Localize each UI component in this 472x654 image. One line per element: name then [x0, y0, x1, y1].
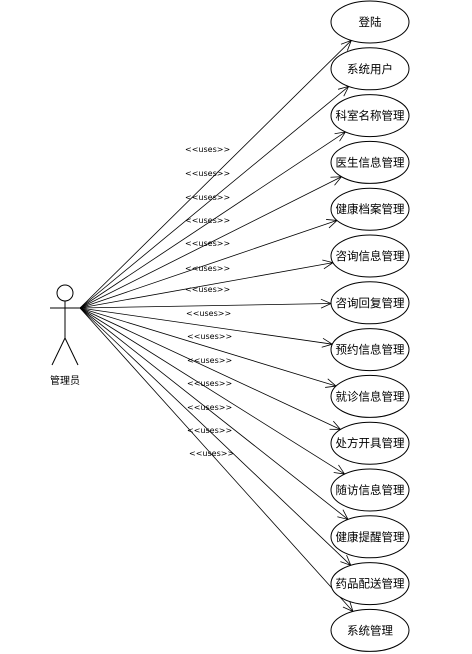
use-case: 咨询信息管理	[330, 234, 410, 278]
uses-labels: <<uses>> <<uses>> <<uses>> <<uses>> <<uses>>…	[185, 145, 234, 458]
uses-label: <<uses>>	[185, 169, 230, 178]
actor-left-leg	[51, 337, 66, 366]
use-case: 随访信息管理	[330, 468, 410, 512]
uses-label: <<uses>>	[186, 309, 231, 318]
use-case-ellipse	[330, 140, 410, 184]
association-line	[79, 307, 333, 345]
association-line	[79, 176, 342, 309]
use-case-ellipse	[330, 515, 410, 559]
use-case: 医生信息管理	[330, 140, 410, 184]
association-line	[79, 86, 349, 309]
use-case: 就诊信息管理	[330, 374, 410, 418]
use-case-label: 咨询信息管理	[336, 249, 405, 263]
actor-figure: 管理员	[50, 284, 80, 387]
association-line	[79, 220, 338, 309]
uses-label: <<uses>>	[187, 379, 232, 388]
use-case-ellipse	[330, 468, 410, 512]
association-line	[79, 307, 354, 612]
use-case-ellipse	[330, 234, 410, 278]
use-case-ellipse	[330, 281, 410, 325]
uses-label: <<uses>>	[185, 239, 230, 248]
use-case: 系统管理	[330, 608, 410, 652]
use-case-label: 咨询回复管理	[336, 296, 405, 310]
uses-label: <<uses>>	[187, 426, 232, 435]
use-case-label: 登陆	[359, 15, 382, 29]
use-case-label: 系统用户	[347, 62, 393, 76]
use-case-label: 处方开具管理	[336, 436, 405, 450]
use-case-label: 健康档案管理	[336, 202, 405, 216]
association-line	[79, 307, 341, 430]
association-line	[79, 307, 345, 475]
uses-label: <<uses>>	[187, 332, 232, 341]
association-line	[79, 303, 332, 309]
use-case: 健康提醒管理	[330, 515, 410, 559]
use-case: 药品配送管理	[330, 562, 410, 606]
association-line	[79, 307, 337, 387]
use-case: 科室名称管理	[330, 94, 410, 138]
use-case-ellipse	[330, 187, 410, 231]
use-case-ellipse	[330, 47, 410, 91]
uses-label: <<uses>>	[189, 449, 234, 458]
use-case-label: 药品配送管理	[336, 577, 405, 591]
actor-head	[56, 284, 74, 302]
uses-label: <<uses>>	[185, 285, 230, 294]
use-case-ellipse	[330, 328, 410, 372]
use-case: 预约信息管理	[330, 328, 410, 372]
use-case: 处方开具管理	[330, 421, 410, 465]
use-case-ellipse	[330, 374, 410, 418]
use-case-label: 系统管理	[347, 623, 393, 637]
uses-label: <<uses>>	[185, 216, 230, 225]
association-links	[79, 39, 354, 613]
use-case: 健康档案管理	[330, 187, 410, 231]
use-case-ellipse	[330, 94, 410, 138]
use-case-label: 科室名称管理	[336, 109, 405, 123]
use-case-label: 随访信息管理	[336, 483, 405, 497]
use-case: 咨询回复管理	[330, 281, 410, 325]
uses-label: <<uses>>	[187, 403, 232, 412]
uses-label: <<uses>>	[185, 193, 230, 202]
association-line	[79, 262, 334, 309]
uses-label: <<uses>>	[185, 145, 230, 154]
association-line	[79, 307, 352, 566]
use-cases: 登陆系统用户科室名称管理医生信息管理健康档案管理咨询信息管理咨询回复管理预约信息…	[330, 0, 410, 652]
use-case-label: 就诊信息管理	[336, 389, 405, 403]
use-case-ellipse	[330, 0, 410, 44]
actor-label: 管理员	[50, 374, 80, 387]
use-case-label: 健康提醒管理	[336, 530, 405, 544]
uses-label: <<uses>>	[185, 264, 230, 273]
actor-right-leg	[64, 337, 79, 366]
use-case: 系统用户	[330, 47, 410, 91]
association-line	[79, 40, 352, 309]
association-line	[79, 131, 346, 309]
use-case-label: 预约信息管理	[336, 343, 405, 357]
use-case: 登陆	[330, 0, 410, 44]
use-case-ellipse	[330, 421, 410, 465]
use-case-ellipse	[330, 608, 410, 652]
use-case-label: 医生信息管理	[336, 155, 405, 169]
use-case-ellipse	[330, 562, 410, 606]
uses-label: <<uses>>	[187, 356, 232, 365]
association-line	[79, 307, 349, 520]
